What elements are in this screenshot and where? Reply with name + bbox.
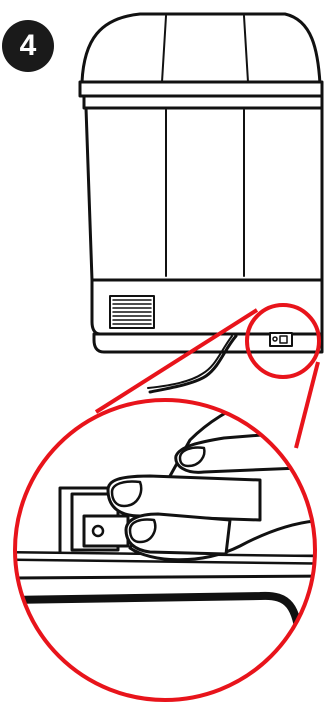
appliance xyxy=(80,14,322,392)
magnified-view xyxy=(10,395,326,708)
lid-rim xyxy=(80,82,322,96)
body-rim xyxy=(84,96,322,108)
appliance-body xyxy=(86,108,322,280)
thumbnail xyxy=(130,519,155,542)
fingernail-index xyxy=(112,481,141,506)
zoom-power-switch xyxy=(84,516,128,546)
appliance-lid xyxy=(82,14,320,84)
